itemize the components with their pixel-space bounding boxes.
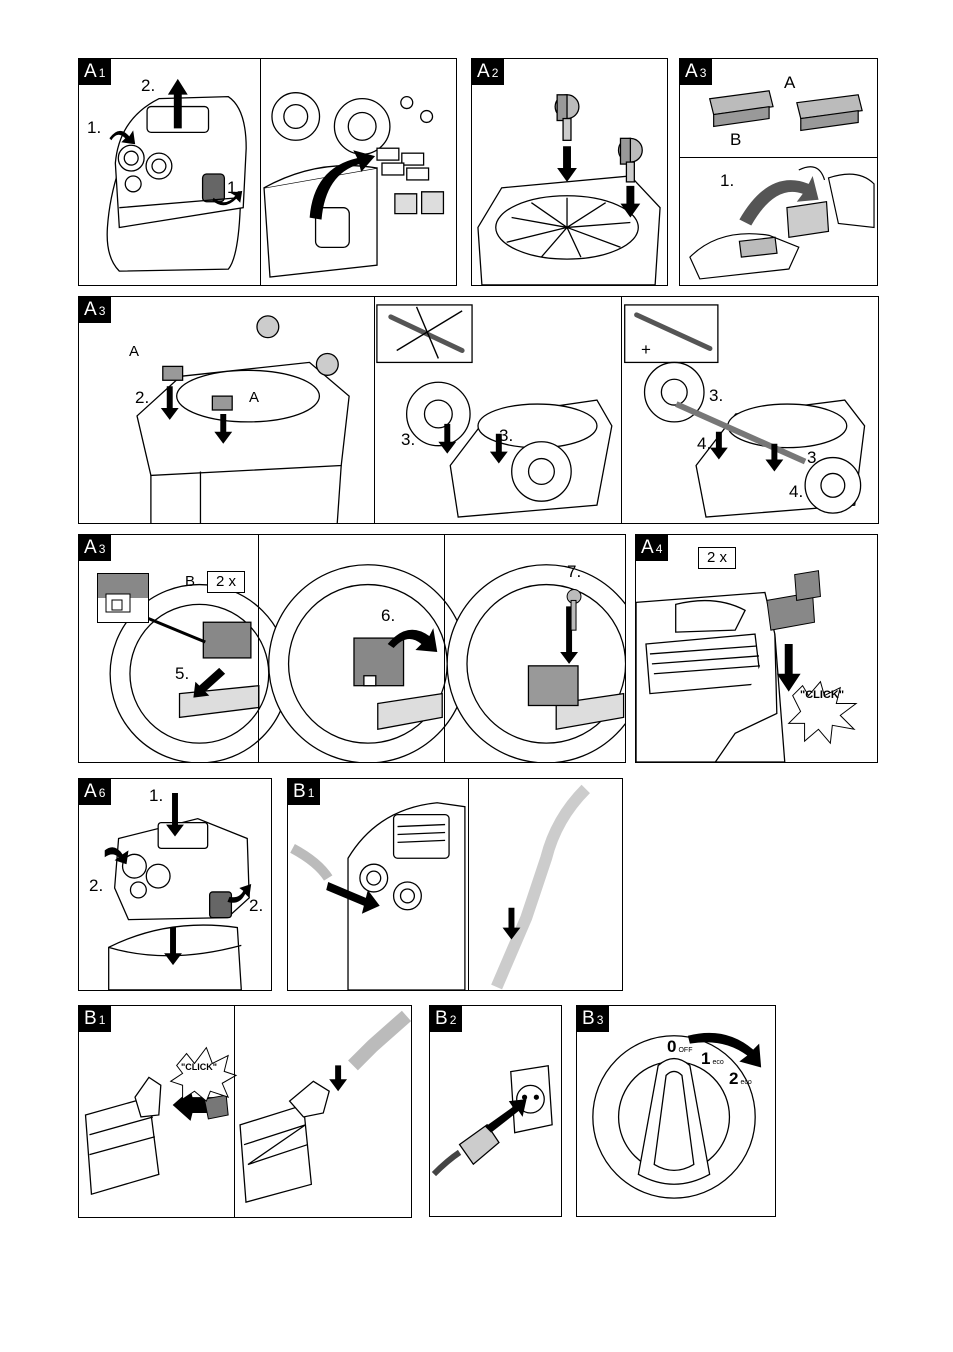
- hose-connection-illustration: [288, 779, 622, 990]
- label-a-1: A: [129, 343, 139, 361]
- label-a: A: [784, 74, 795, 92]
- step-3a: 3.: [401, 431, 415, 449]
- label-b: B: [730, 131, 741, 149]
- clip-detail-inset: [97, 573, 149, 623]
- step-2b: 2.: [249, 897, 263, 915]
- plug-into-socket-illustration: [430, 1006, 561, 1216]
- plus-sign: +: [641, 341, 651, 359]
- step-6: 6.: [381, 607, 395, 625]
- quantity-2x: 2 x: [207, 571, 245, 593]
- click-burst-label: "CLICK": [181, 1062, 217, 1072]
- axle-mounting-illustration: [79, 297, 878, 523]
- clip-separation-illustration: [680, 59, 877, 285]
- step-3d: 3: [807, 449, 816, 467]
- step-3b: 3.: [499, 427, 513, 445]
- step-4a: 4.: [697, 435, 711, 453]
- castor-insertion-illustration: [472, 59, 667, 285]
- clip-and-screw-illustration: [79, 535, 625, 762]
- click-burst-label: "CLICK": [800, 689, 844, 701]
- step-5: 5.: [175, 665, 189, 683]
- step-1: 1.: [720, 172, 734, 190]
- vacuum-lid-removal-illustration: [79, 59, 456, 285]
- step-turn: 1.: [87, 119, 101, 137]
- label-a-2: A: [249, 389, 259, 407]
- quantity-2x: 2 x: [698, 547, 736, 569]
- step-lift: 2.: [141, 77, 155, 95]
- step-2a: 2.: [89, 877, 103, 895]
- step-2: 2.: [135, 389, 149, 407]
- step-latch: 1.: [227, 179, 241, 197]
- floor-nozzle-illustration: [79, 1006, 411, 1217]
- label-b: B: [185, 573, 195, 591]
- step-1: 1.: [149, 787, 163, 805]
- step-7: 7.: [567, 563, 581, 581]
- clip-click-illustration: [636, 535, 877, 762]
- step-3c: 3.: [709, 387, 723, 405]
- lid-fitting-illustration: [79, 779, 271, 990]
- step-4b: 4.: [789, 483, 803, 501]
